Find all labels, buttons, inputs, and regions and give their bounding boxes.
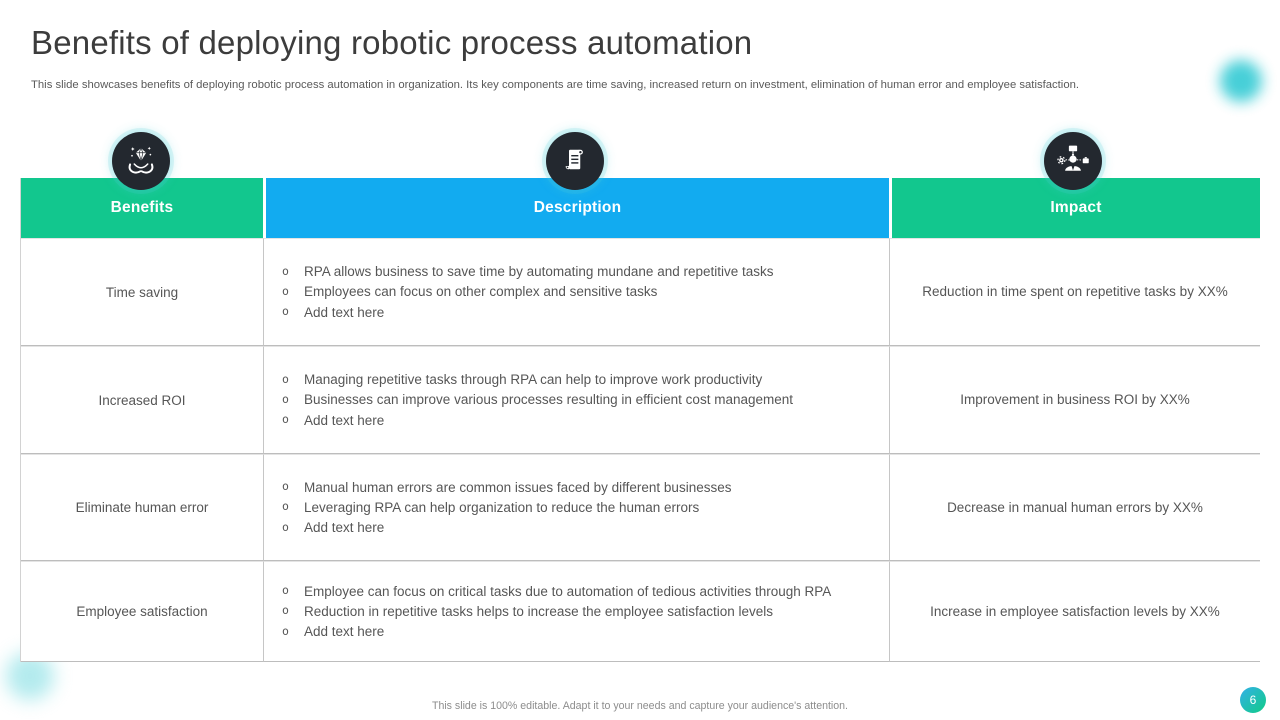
bullet-text: RPA allows business to save time by auto…	[304, 264, 774, 280]
bullet-item: o Managing repetitive tasks through RPA c…	[282, 370, 871, 389]
bullet-marker: o	[282, 499, 289, 514]
benefit-cell-employee-satisfaction: Employee satisfaction	[21, 561, 263, 662]
bullet-text: Employees can focus on other complex and…	[304, 284, 658, 300]
impact-cell-employee-satisfaction: Increase in employee satisfaction levels…	[889, 561, 1260, 662]
bullet-marker: o	[282, 583, 289, 598]
bullet-item: o Add text here	[282, 622, 871, 641]
description-cell-time-saving: o RPA allows business to save time by aut…	[263, 238, 889, 346]
page-title: Benefits of deploying robotic process au…	[31, 24, 753, 61]
description-cell-eliminate-human-error: o Manual human errors are common issues f…	[263, 454, 889, 561]
bullet-text: Businesses can improve various processes…	[304, 392, 793, 408]
impact-text: Reduction in time spent on repetitive ta…	[922, 284, 1228, 300]
person-network-icon	[1044, 132, 1102, 190]
bullet-list: o Manual human errors are common issues f…	[282, 478, 871, 537]
bullet-item: o Add text here	[282, 303, 871, 322]
impact-cell-eliminate-human-error: Decrease in manual human errors by XX%	[889, 454, 1260, 561]
bullet-item: o Leveraging RPA can help organization to…	[282, 498, 871, 517]
bullet-marker: o	[282, 479, 289, 494]
impact-text: Decrease in manual human errors by XX%	[947, 499, 1203, 515]
bullet-text: Managing repetitive tasks through RPA ca…	[304, 372, 763, 388]
hands-holding-diamond-icon	[112, 132, 170, 190]
bullet-marker: o	[282, 263, 289, 278]
impact-cell-increased-roi: Improvement in business ROI by XX%	[889, 346, 1260, 454]
bullet-marker: o	[282, 519, 289, 534]
benefit-cell-eliminate-human-error: Eliminate human error	[21, 454, 263, 561]
bullet-marker: o	[282, 371, 289, 386]
editable-note: This slide is 100% editable. Adapt it to…	[431, 700, 849, 712]
bullet-list: o RPA allows business to save time by aut…	[282, 262, 871, 321]
bullet-item: o Manual human errors are common issues f…	[282, 478, 871, 497]
bullet-marker: o	[282, 603, 289, 618]
page-number-badge: 6	[1240, 687, 1266, 713]
bullet-text: Leveraging RPA can help organization to …	[304, 499, 700, 515]
slide-subtitle: This slide showcases benefits of deployi…	[31, 79, 1080, 91]
impact-cell-time-saving: Reduction in time spent on repetitive ta…	[889, 238, 1260, 346]
bullet-item: o Add text here	[282, 411, 871, 430]
bullet-item: o Reduction in repetitive tasks helps to …	[282, 602, 871, 621]
bullet-item: o RPA allows business to save time by aut…	[282, 262, 871, 281]
bullet-item: o Employees can focus on other complex an…	[282, 282, 871, 301]
bullet-text: Add text here	[304, 304, 385, 320]
bullet-text: Manual human errors are common issues fa…	[304, 479, 732, 495]
bullet-marker: o	[282, 304, 289, 319]
benefit-cell-increased-roi: Increased ROI	[21, 346, 263, 454]
bullet-list: o Managing repetitive tasks through RPA c…	[282, 370, 871, 429]
description-cell-increased-roi: o Managing repetitive tasks through RPA c…	[263, 346, 889, 454]
bullet-marker: o	[282, 623, 289, 638]
scroll-document-icon	[546, 132, 604, 190]
bullet-text: Reduction in repetitive tasks helps to i…	[304, 603, 773, 619]
impact-text: Increase in employee satisfaction levels…	[930, 603, 1220, 619]
benefit-cell-time-saving: Time saving	[21, 238, 263, 346]
bullet-item: o Employee can focus on critical tasks du…	[282, 582, 871, 601]
bullet-marker: o	[282, 391, 289, 406]
bullet-item: o Add text here	[282, 518, 871, 537]
impact-text: Improvement in business ROI by XX%	[960, 392, 1190, 408]
bullet-text: Employee can focus on critical tasks due…	[304, 583, 832, 599]
bullet-marker: o	[282, 283, 289, 298]
decorative-teal-dot-top-right	[1220, 60, 1262, 102]
bullet-marker: o	[282, 412, 289, 427]
bullet-list: o Employee can focus on critical tasks du…	[282, 582, 871, 641]
bullet-text: Add text here	[304, 624, 385, 640]
bullet-text: Add text here	[304, 520, 385, 536]
benefits-table: Benefits Description Impact Time saving …	[20, 178, 1260, 662]
bullet-item: o Businesses can improve various processe…	[282, 390, 871, 409]
bullet-text: Add text here	[304, 412, 385, 428]
description-cell-employee-satisfaction: o Employee can focus on critical tasks du…	[263, 561, 889, 662]
